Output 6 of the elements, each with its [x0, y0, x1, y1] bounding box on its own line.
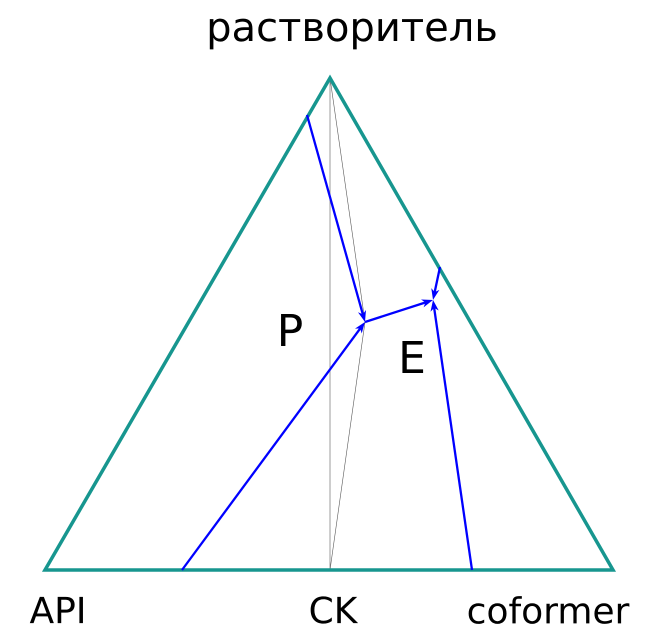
axis-label: P — [281, 314, 302, 346]
axis-label: CK — [310, 596, 358, 624]
axis-label: coformer — [468, 596, 630, 624]
axis-label: E — [402, 340, 424, 374]
axis-label: растворитель — [210, 18, 496, 50]
axis-label: API — [30, 596, 83, 624]
